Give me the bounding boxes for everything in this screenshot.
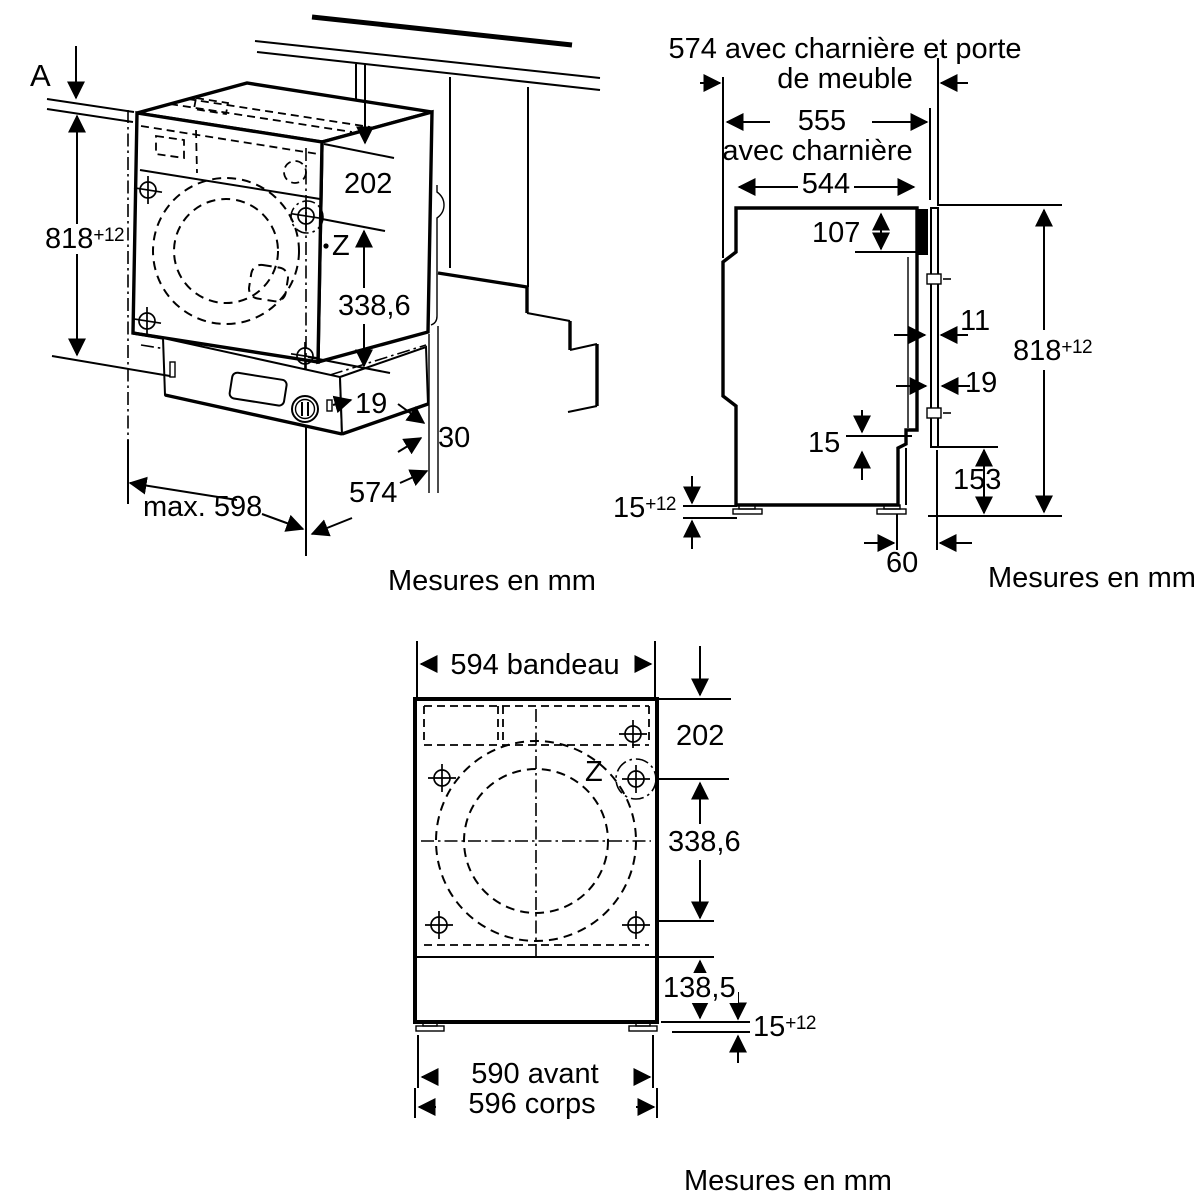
side-dimensions bbox=[683, 58, 1062, 552]
dim-label-A: A bbox=[30, 58, 51, 93]
dim-label-555: 555 bbox=[797, 105, 847, 137]
unit-note-front: Mesures en mm bbox=[684, 1165, 892, 1197]
dim-label-338-6-front: 338,6 bbox=[666, 826, 743, 858]
dim-label-594-bandeau: 594 bandeau bbox=[450, 649, 620, 681]
unit-note-side: Mesures en mm bbox=[988, 562, 1196, 594]
worktop-lines bbox=[46, 14, 601, 287]
dim-label-avec-charniere: avec charnière bbox=[722, 135, 913, 167]
control-panel-side bbox=[917, 209, 928, 255]
dim-label-138-5: 138,5 bbox=[661, 972, 738, 1004]
dim-label-15-12-front: 15+12 bbox=[753, 1011, 816, 1043]
dim-label-19-side: 19 bbox=[965, 367, 998, 399]
dim-label-153: 153 bbox=[953, 464, 1002, 496]
plinth-drawer bbox=[51, 331, 430, 436]
dim-label-11: 11 bbox=[960, 305, 991, 337]
dim-label-590-avant: 590 avant bbox=[471, 1058, 599, 1090]
dim-label-30: 30 bbox=[438, 422, 471, 454]
dim-label-202-front: 202 bbox=[676, 720, 725, 752]
hinge-circle bbox=[615, 758, 657, 800]
unit-note-isometric: Mesures en mm bbox=[388, 565, 596, 597]
front-view-drawing bbox=[413, 641, 750, 1118]
dim-label-60: 60 bbox=[886, 547, 919, 579]
dim-label-15-12-side: 15+12 bbox=[613, 492, 676, 524]
dim-label-338-6: 338,6 bbox=[336, 290, 413, 322]
dim-label-max-598: max. 598 bbox=[143, 491, 263, 523]
hinge-brackets bbox=[926, 273, 951, 419]
dim-label-544: 544 bbox=[801, 168, 851, 200]
fascia-band bbox=[423, 705, 650, 746]
isometric-view-drawing bbox=[46, 14, 601, 556]
dim-label-574: 574 bbox=[349, 477, 398, 509]
drum-circle bbox=[421, 709, 651, 961]
machine-front-outline bbox=[413, 697, 659, 1032]
iso-dimensions bbox=[67, 46, 429, 537]
dim-label-574-door: 574 avec charnière et porte de meuble bbox=[668, 33, 1022, 96]
dim-label-niche-height: 818+12 bbox=[43, 223, 127, 255]
furniture-door bbox=[930, 207, 939, 448]
dim-label-596-corps: 596 corps bbox=[468, 1088, 596, 1120]
dim-label-19: 19 bbox=[355, 388, 388, 420]
dim-label-Z-front: Z bbox=[585, 756, 603, 788]
side-view-drawing bbox=[683, 58, 1062, 552]
feet bbox=[415, 1021, 658, 1032]
dim-label-15: 15 bbox=[808, 427, 841, 459]
machine-side-outline bbox=[721, 206, 951, 515]
adjacent-cabinet bbox=[428, 185, 599, 493]
hinge-circle bbox=[290, 200, 324, 234]
feet bbox=[732, 504, 907, 515]
dim-label-818: 818+12 bbox=[1010, 336, 1096, 367]
dim-label-Z: Z bbox=[332, 230, 350, 262]
front-dimensions bbox=[414, 641, 750, 1118]
dim-label-107: 107 bbox=[812, 217, 861, 249]
drum-circle bbox=[152, 177, 300, 325]
dim-label-202: 202 bbox=[344, 168, 393, 200]
